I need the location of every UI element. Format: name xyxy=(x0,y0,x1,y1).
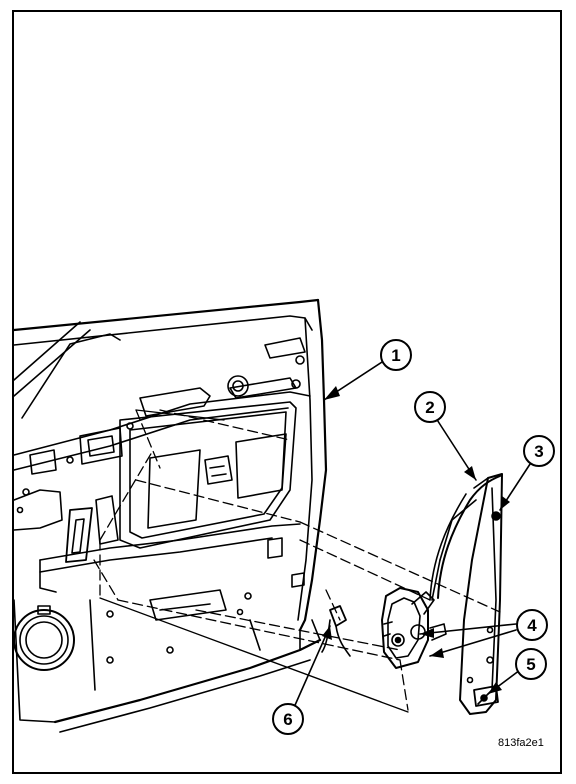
callout-1: 1 xyxy=(380,339,412,371)
callout-6-label: 6 xyxy=(283,710,292,729)
alignment-lines xyxy=(93,409,501,711)
door-shell xyxy=(12,298,328,733)
callout-3: 3 xyxy=(523,435,555,467)
leader-arrowheads xyxy=(322,386,510,694)
callout-5: 5 xyxy=(515,648,547,680)
callout-5-label: 5 xyxy=(526,655,535,674)
callout-2: 2 xyxy=(414,391,446,423)
callout-1-label: 1 xyxy=(391,346,400,365)
leader-extension-lines xyxy=(99,409,409,713)
callout-2-label: 2 xyxy=(425,398,434,417)
callout-4-label: 4 xyxy=(527,616,537,635)
callout-6: 6 xyxy=(272,703,304,735)
wire-connector xyxy=(321,605,351,657)
callout-3-label: 3 xyxy=(534,442,543,461)
diagram-frame xyxy=(12,10,562,774)
figure-code: 813fa2e1 xyxy=(498,737,544,749)
regulator-motor xyxy=(381,587,447,669)
glass-run-channel xyxy=(429,473,503,715)
callout-4: 4 xyxy=(516,609,548,641)
